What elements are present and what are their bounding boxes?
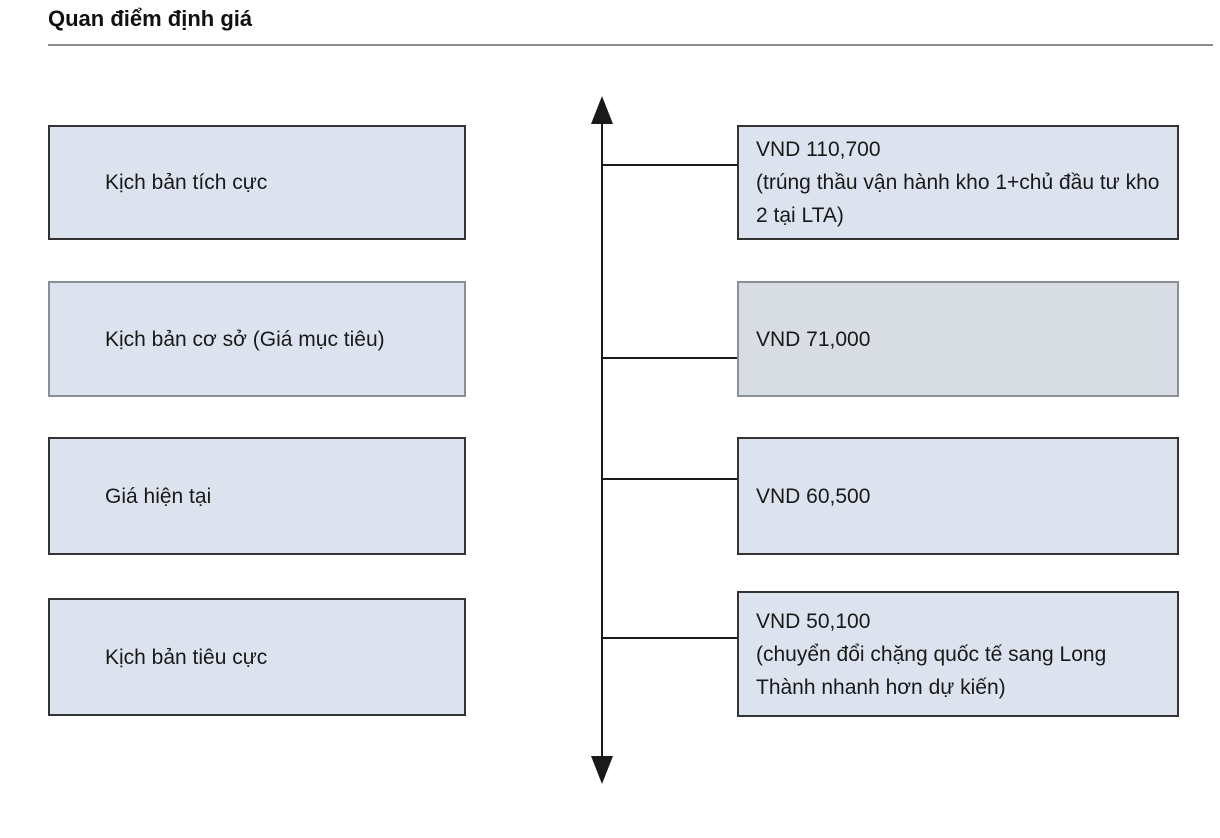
price-value: VND 110,700 <box>756 138 881 161</box>
axis-arrowhead-up-icon <box>591 96 613 124</box>
price-box-base: VND 71,000 <box>737 281 1179 397</box>
scenario-label: Kịch bản cơ sở (Giá mục tiêu) <box>105 327 385 351</box>
connector-positive <box>602 164 737 166</box>
connector-current <box>602 478 737 480</box>
scenario-box-positive: Kịch bản tích cực <box>48 125 466 240</box>
title-underline <box>48 44 1213 46</box>
price-value: VND 50,100 <box>756 609 871 633</box>
price-note: (chuyển đổi chặng quốc tế sang Long Thàn… <box>756 642 1107 699</box>
scenario-box-current-price: Giá hiện tại <box>48 437 466 555</box>
connector-base <box>602 357 737 359</box>
price-note: (trúng thầu vận hành kho 1+chủ đầu tư kh… <box>756 171 1160 227</box>
price-box-positive: VND 110,700 (trúng thầu vận hành kho 1+c… <box>737 125 1179 240</box>
scenario-label: Kịch bản tiêu cực <box>105 645 268 669</box>
page-title: Quan điểm định giá <box>48 6 253 31</box>
scenario-box-negative: Kịch bản tiêu cực <box>48 598 466 716</box>
scenario-box-base: Kịch bản cơ sở (Giá mục tiêu) <box>48 281 466 397</box>
price-box-negative: VND 50,100 (chuyển đổi chặng quốc tế san… <box>737 591 1179 717</box>
price-box-current: VND 60,500 <box>737 437 1179 555</box>
price-value: VND 71,000 <box>756 327 871 351</box>
price-value: VND 60,500 <box>756 484 871 508</box>
axis-arrowhead-down-icon <box>591 756 613 784</box>
connector-negative <box>602 637 737 639</box>
scenario-label: Giá hiện tại <box>105 484 212 508</box>
price-axis-line <box>601 112 603 758</box>
scenario-label: Kịch bản tích cực <box>105 171 268 194</box>
